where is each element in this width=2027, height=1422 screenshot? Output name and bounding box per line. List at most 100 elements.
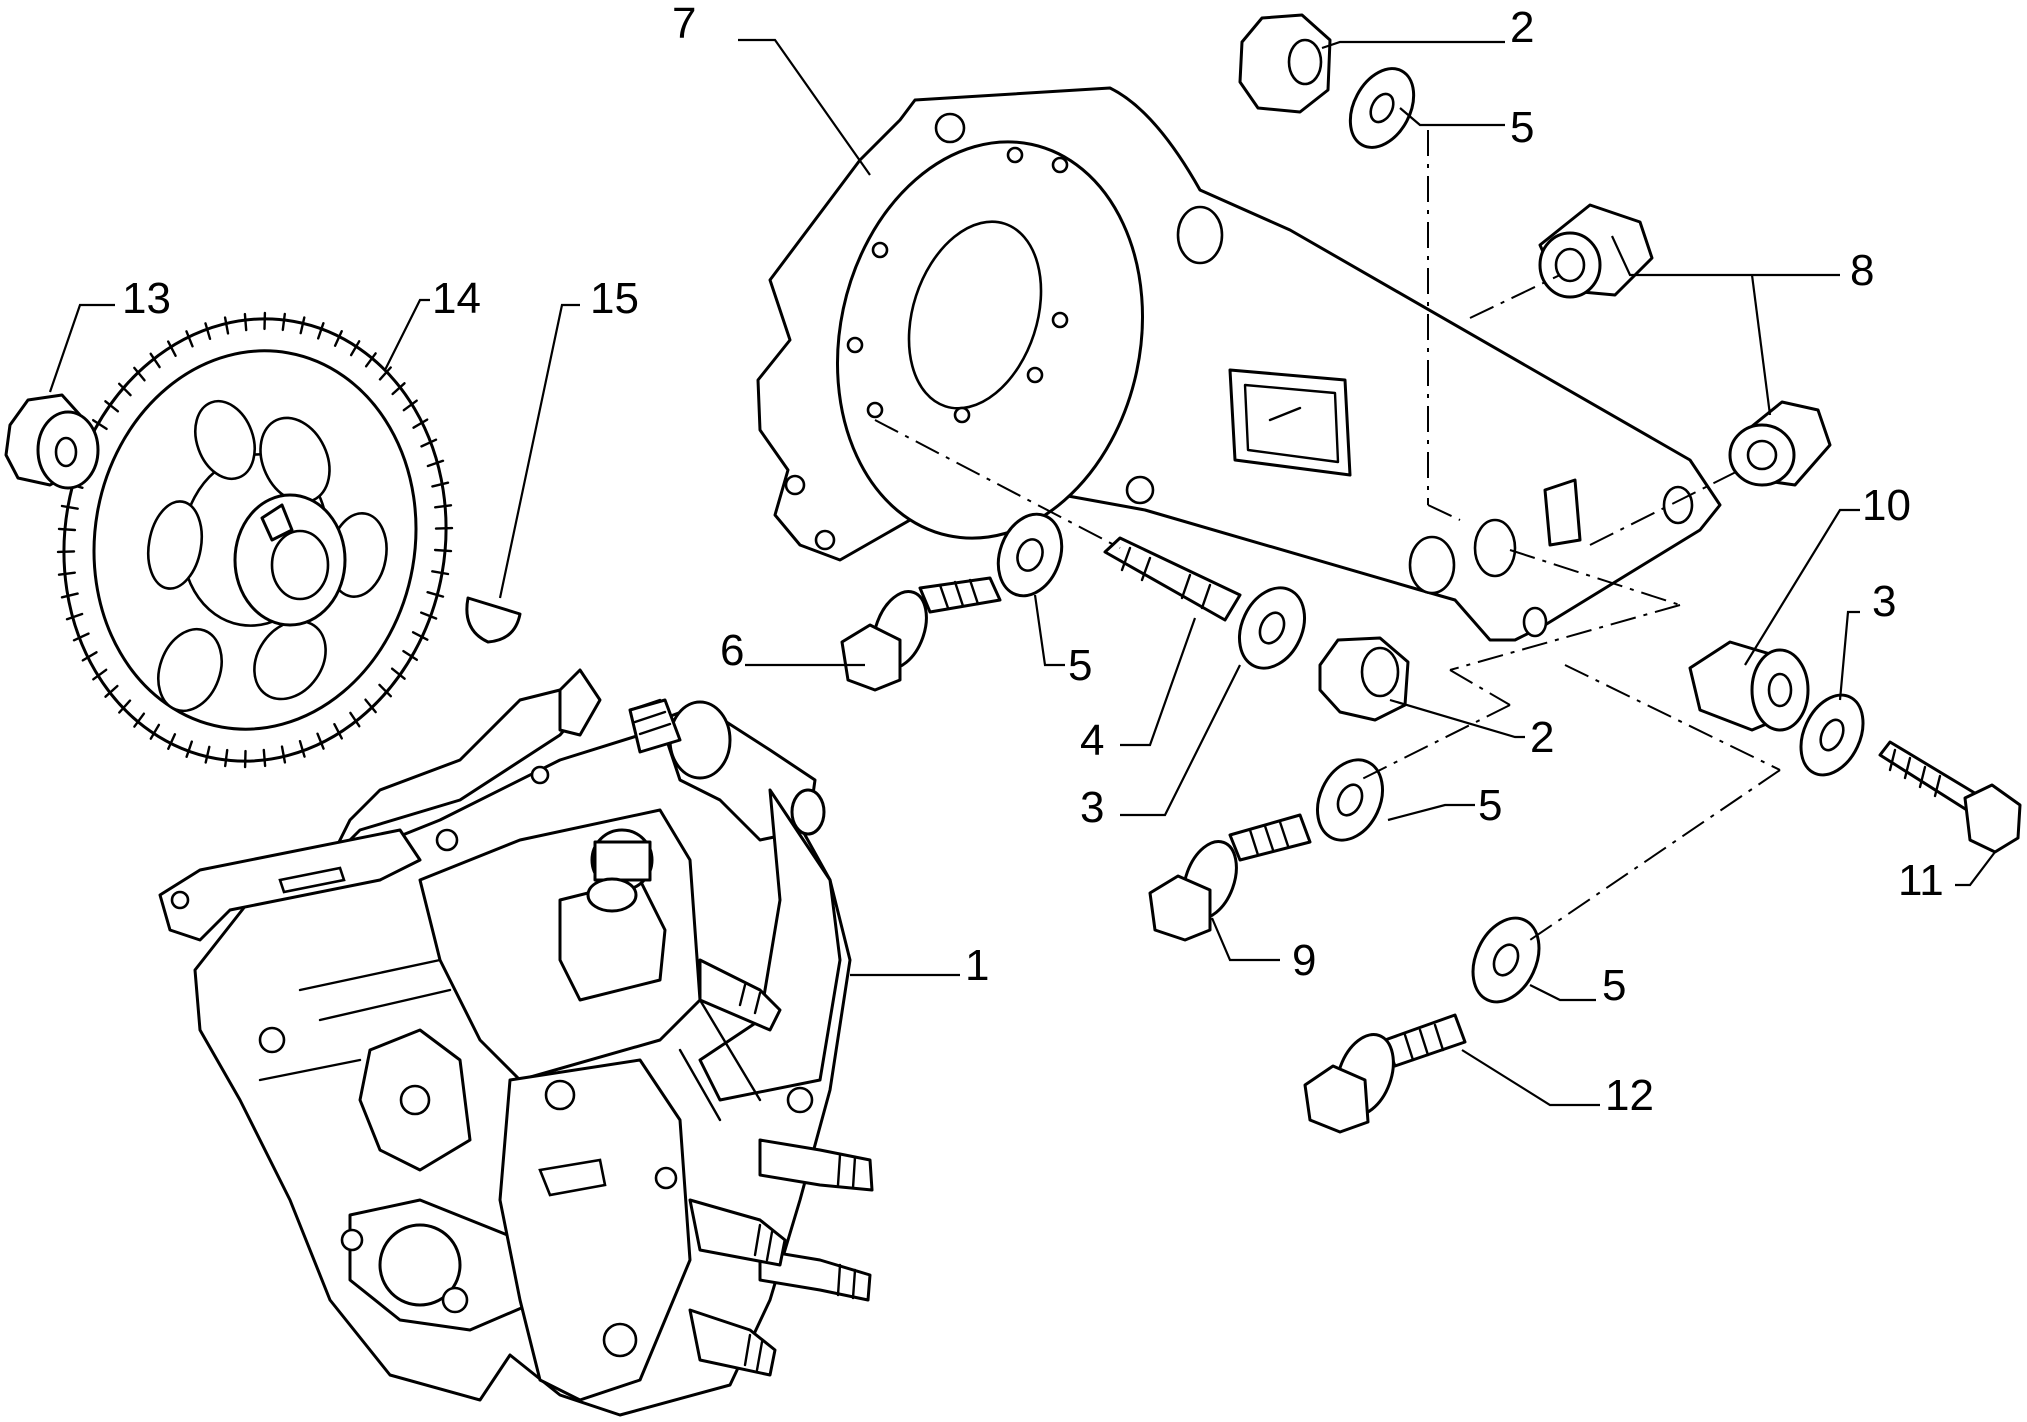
gear-tooth (433, 548, 453, 553)
nut-top (1238, 13, 1332, 114)
gear-tooth (60, 504, 79, 510)
gear-tooth (411, 631, 429, 641)
gear-tooth (72, 632, 90, 642)
gear-tooth (317, 322, 325, 340)
timing-gear (56, 311, 454, 769)
callout-13: 13 (122, 274, 171, 323)
gear-tooth (378, 683, 392, 698)
gear-tooth (364, 698, 377, 714)
flange-bolt-6 (840, 576, 1002, 692)
hex-bolt-right (1878, 740, 2022, 854)
callout-4: 4 (1080, 716, 1104, 765)
gear-tooth (280, 745, 287, 764)
gear-tooth (333, 723, 343, 740)
gear-tooth (434, 504, 453, 509)
washer-5c (1316, 758, 1384, 842)
gear-tooth (434, 526, 454, 530)
gear-tooth (117, 382, 132, 397)
callout-1: 1 (965, 941, 989, 990)
washer-3a (1238, 586, 1306, 670)
leader-lines (48, 38, 1996, 1107)
gear-tooth (420, 611, 438, 620)
callout-9: 9 (1292, 936, 1316, 985)
spacer-sleeve (1688, 640, 1810, 732)
washer-5d (1471, 916, 1541, 1004)
gear-tooth (185, 740, 194, 758)
alignment-lines (874, 130, 1781, 941)
gear-tooth (56, 550, 76, 554)
gear-tooth (223, 748, 229, 768)
gear-tooth (60, 592, 79, 599)
gear-tooth (223, 316, 230, 335)
callout-labels: 7 2 5 8 13 14 15 10 3 6 5 4 2 3 5 11 1 9… (122, 0, 1944, 1120)
callout-5-bottom: 5 (1602, 961, 1626, 1010)
gear-tooth (426, 459, 445, 468)
gear-tooth (349, 340, 361, 357)
gear-tooth (333, 330, 343, 347)
callout-12: 12 (1605, 1071, 1654, 1120)
callout-15: 15 (590, 274, 639, 323)
gear-nut (4, 393, 100, 490)
callout-3-mid: 3 (1080, 783, 1104, 832)
gear-tooth (316, 732, 325, 750)
callout-11: 11 (1898, 856, 1944, 905)
gear-tooth (364, 352, 377, 368)
flange-bolt-9 (1148, 813, 1312, 942)
gear-tooth (431, 570, 450, 576)
gear-tooth (402, 399, 418, 412)
gear-tooth (298, 740, 306, 758)
gear-tooth (92, 668, 108, 681)
gear-tooth (185, 330, 194, 348)
gear-tooth (81, 651, 98, 662)
gear-tooth (133, 712, 146, 728)
nut-mid (1318, 636, 1410, 722)
gear-tooth (420, 438, 438, 448)
pump-bracket (756, 86, 1722, 642)
gear-tooth (149, 723, 161, 740)
gear-tooth (299, 316, 306, 335)
gear-tooth (204, 745, 211, 764)
callout-10: 10 (1862, 481, 1911, 530)
flange-bolt-12 (1303, 1013, 1467, 1134)
stud-4 (1103, 536, 1242, 622)
washer-5a (996, 512, 1064, 598)
gear-tooth (412, 418, 429, 429)
callout-5-left: 5 (1068, 641, 1092, 690)
gear-tooth (57, 571, 77, 576)
gear-tooth (243, 312, 248, 332)
gear-tooth (91, 419, 108, 431)
gear-tooth (391, 382, 406, 396)
woodruff-key (465, 596, 522, 644)
gear-tooth (166, 340, 177, 357)
callout-5-mid: 5 (1478, 781, 1502, 830)
spacer-bush-lower (1728, 400, 1832, 487)
gear-tooth (431, 481, 450, 488)
callout-3-right: 3 (1872, 577, 1896, 626)
gear-tooth (149, 352, 161, 369)
gear-tooth (104, 684, 119, 698)
gear-tooth (167, 733, 177, 750)
gear-tooth (390, 667, 406, 680)
gear-tooth (57, 527, 77, 532)
gear-tooth (426, 591, 445, 598)
callout-7: 7 (672, 0, 696, 48)
gear-tooth (118, 699, 132, 714)
gear-tooth (349, 711, 361, 728)
callout-8: 8 (1850, 246, 1874, 295)
callout-14: 14 (432, 274, 481, 323)
callout-5-top: 5 (1510, 103, 1534, 152)
washer-right (1799, 693, 1865, 777)
gear-tooth (133, 366, 146, 382)
callout-2-mid: 2 (1530, 713, 1554, 762)
gear-tooth (204, 322, 212, 340)
gear-tooth (281, 312, 286, 332)
gear-tooth (378, 366, 392, 381)
callout-6: 6 (720, 626, 744, 675)
gear-tooth (402, 649, 418, 661)
gear-tooth (262, 748, 267, 768)
gear-tooth (65, 612, 84, 621)
callout-2-top: 2 (1510, 3, 1534, 52)
spacer-bush-upper (1538, 203, 1654, 299)
gear-tooth (104, 400, 120, 413)
